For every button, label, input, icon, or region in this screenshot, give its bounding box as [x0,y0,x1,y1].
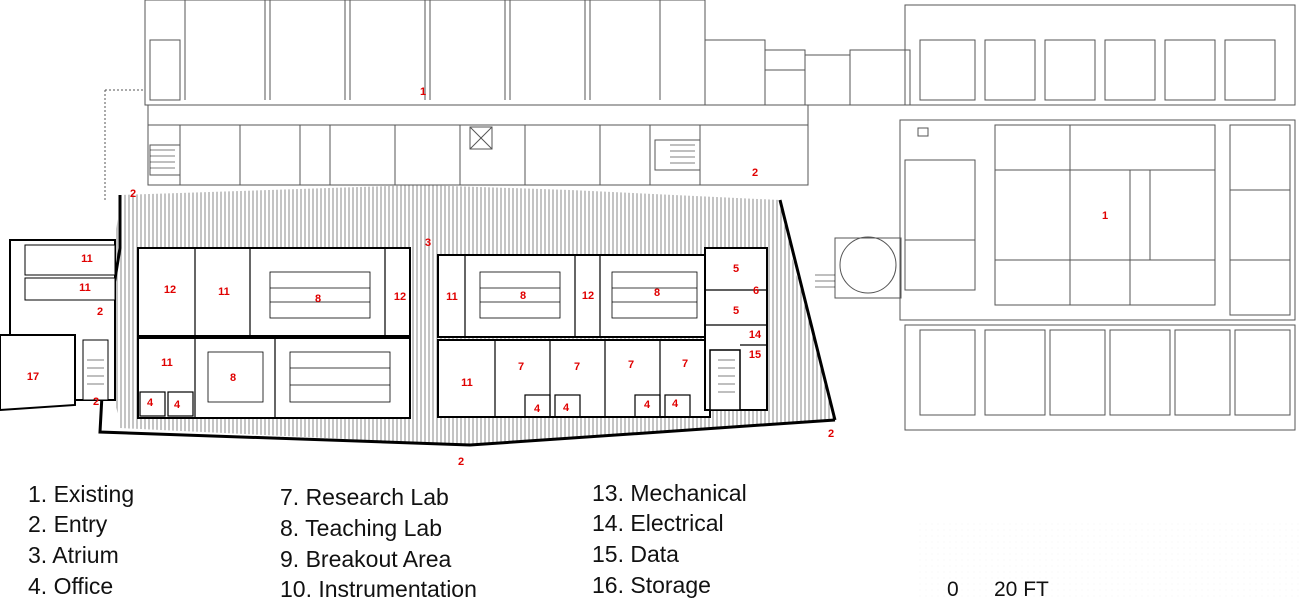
legend-item-7: 7. Research Lab [280,484,449,510]
legend-item-15: 15. Data [592,541,679,567]
stairs [87,144,835,393]
room-label-2-s: 2 [458,456,464,468]
room-label-8-b: 8 [520,290,526,302]
west-wing [0,239,116,412]
room-label-4-e: 4 [644,399,651,411]
room-label-5-b: 5 [733,305,739,317]
room-label-11-a: 11 [81,253,93,265]
room-label-4-c: 4 [534,403,541,415]
legend-item-16: 16. Storage [592,572,711,598]
room-label-5-a: 5 [733,263,739,275]
room-label-7-a: 7 [518,361,524,373]
legend-item-2: 2. Entry [28,511,108,537]
room-label-4-a: 4 [147,397,154,409]
room-label-11-b: 11 [79,282,91,294]
room-label-2-ne: 2 [752,167,758,179]
room-label-2-se: 2 [828,428,834,440]
interior-walls [139,248,767,418]
legend-item-14: 14. Electrical [592,510,724,536]
room-label-12-a: 12 [164,284,176,296]
room-label-8-a: 8 [315,293,321,305]
scale-mark: 20 FT [994,578,1049,601]
room-label-7-c: 7 [628,359,634,371]
legend-item-8: 8. Teaching Lab [280,515,442,541]
room-label-6: 6 [753,285,759,297]
legend-item-13: 13. Mechanical [592,480,747,506]
legend-item-3: 3. Atrium [28,542,119,568]
room-label-7-b: 7 [574,361,580,373]
room-labels: 1 1 2 2 2 2 2 2 3 4 4 4 4 4 4 5 5 6 7 7 … [27,86,1108,468]
room-label-4-d: 4 [563,402,570,414]
scale-panel [915,520,1300,600]
room-label-11-e: 11 [446,291,458,303]
room-label-11-c: 11 [218,286,230,298]
room-label-11-f: 11 [461,377,473,389]
existing-building-east [834,4,1296,431]
room-label-11-d: 11 [161,357,173,369]
room-label-1-north: 1 [420,86,426,98]
room-label-4-b: 4 [174,399,181,411]
room-label-15: 15 [749,349,761,361]
room-label-17: 17 [27,371,39,383]
legend-item-4: 4. Office [28,573,114,599]
room-label-8-d: 8 [230,372,236,384]
legend-item-10: 10. Instrumentation [280,576,477,602]
existing-building-north [104,0,911,200]
room-label-2-nw: 2 [130,188,136,200]
room-label-12-b: 12 [394,291,406,303]
room-label-2-w2: 2 [93,396,99,408]
room-label-8-c: 8 [654,287,660,299]
scale-zero: 0 [947,578,959,601]
room-label-2-w1: 2 [97,306,103,318]
room-label-3: 3 [425,237,431,249]
room-label-4-f: 4 [672,398,679,410]
legend-item-9: 9. Breakout Area [280,546,452,572]
room-label-12-c: 12 [582,290,594,302]
legend-item-1: 1. Existing [28,481,135,507]
new-addition [137,247,768,419]
room-label-14: 14 [749,329,762,341]
room-label-1-east: 1 [1102,210,1108,222]
room-label-7-d: 7 [682,358,688,370]
